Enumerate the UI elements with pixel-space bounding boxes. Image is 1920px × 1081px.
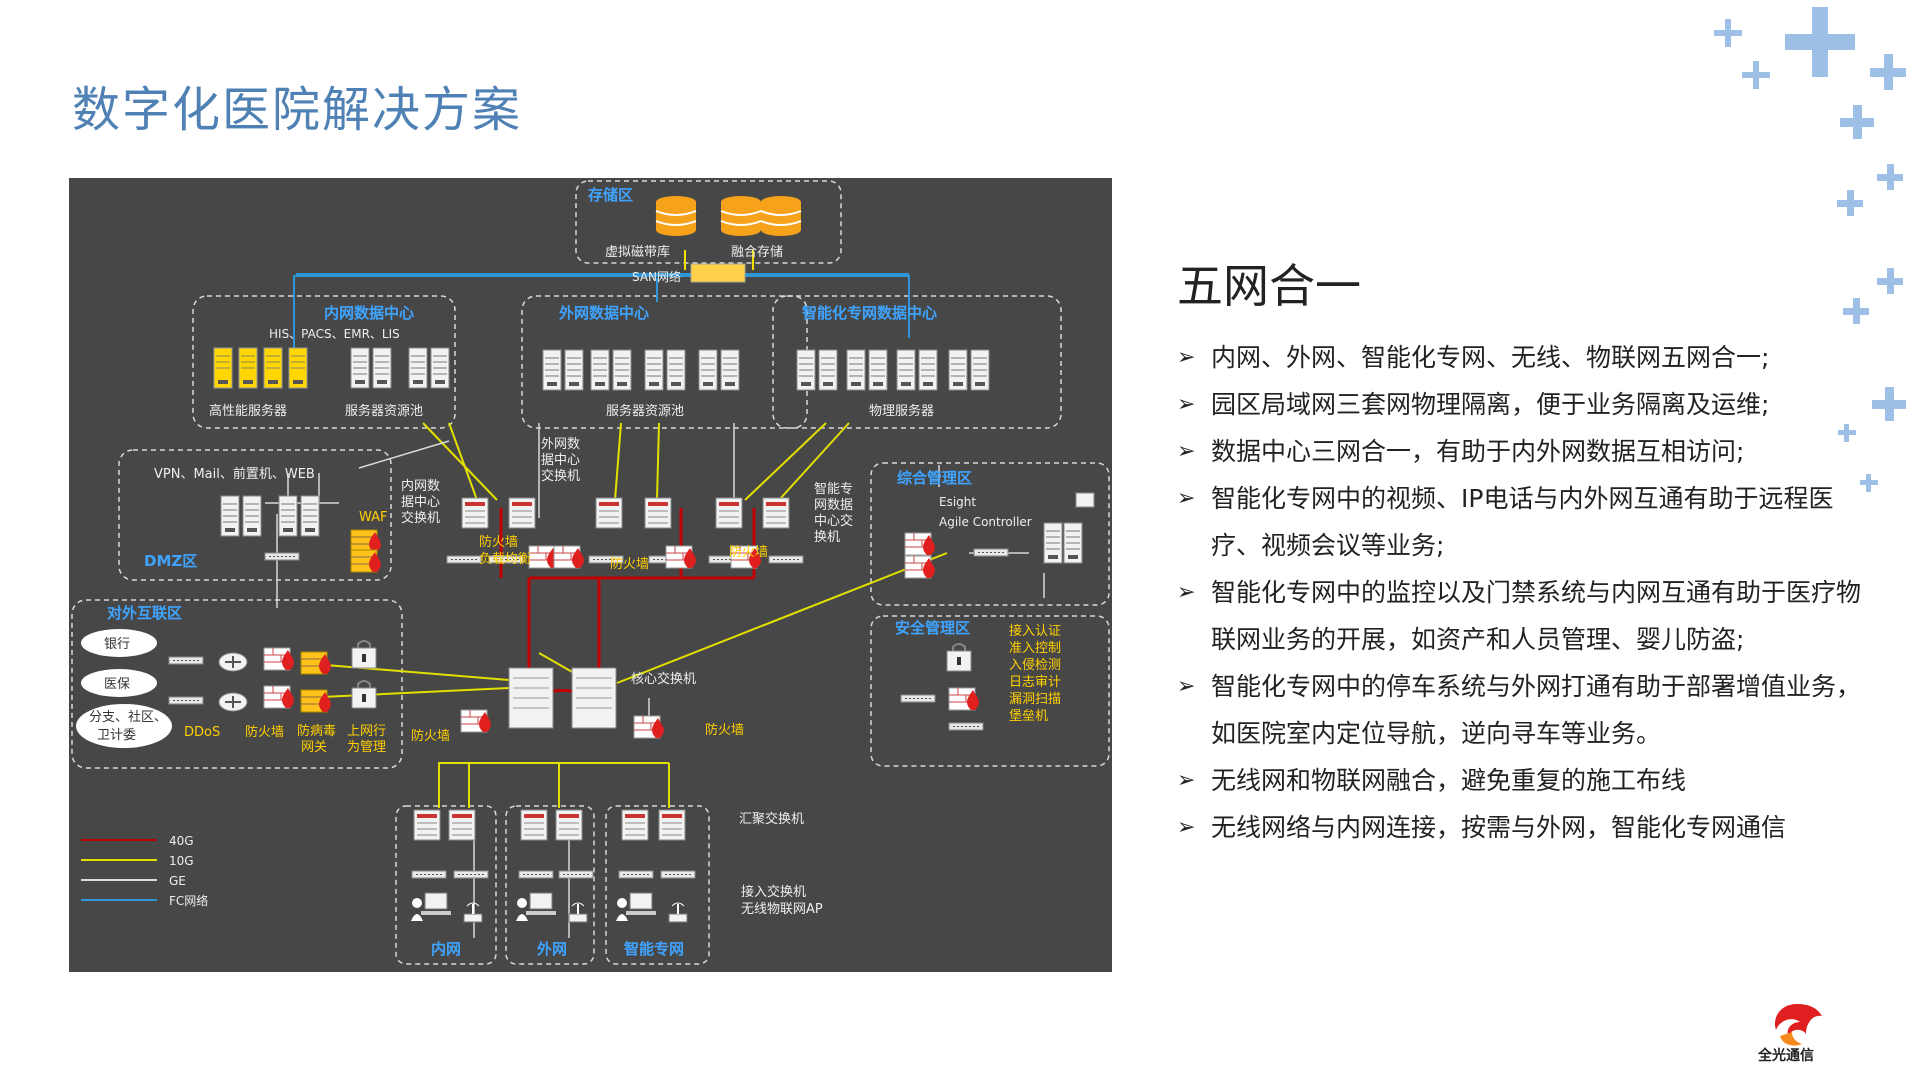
behavior-label: 上网行为管理 [347, 724, 386, 755]
esight-label: Esight [939, 495, 976, 509]
text-panel: 五网合一 ➢ 内网、外网、智能化专网、无线、物联网五网合一; ➢ 园区局域网三套网物… [1175, 250, 1875, 851]
fw2-label: 防火墙 [610, 556, 649, 572]
net-extranet-label: 外网 [536, 940, 567, 958]
bullet-item: ➢ 智能化专网中的停车系统与外网打通有助于部署增值业务，如医院室内定位导航，逆向寻… [1175, 663, 1875, 757]
dmz-services-label: VPN、Mail、前置机、WEB [154, 466, 315, 482]
bullet-item: ➢ 园区局域网三套网物理隔离，便于业务隔离及运维; [1175, 381, 1875, 428]
bullet-item: ➢ 无线网和物联网融合，避免重复的施工布线 [1175, 757, 1875, 804]
logo-text: 全光通信 [1758, 1048, 1814, 1064]
arrow-right-icon: ➢ [1177, 768, 1196, 793]
net-smart-label: 智能专网 [624, 940, 684, 958]
branch-label: 分支、社区、卫计委 [89, 709, 167, 743]
smart-switch-label: 智能专网数据中心交换机 [814, 482, 853, 545]
arrow-right-icon: ➢ [1177, 486, 1196, 511]
bullet-text: 无线网和物联网融合，避免重复的施工布线 [1211, 766, 1687, 795]
net-intranet-label: 内网 [431, 940, 461, 958]
san-label: SAN网络 [632, 269, 681, 284]
arrow-right-icon: ➢ [1177, 439, 1196, 464]
fw-core-left-label: 防火墙 [411, 728, 450, 744]
waf-label: WAF [359, 510, 388, 525]
page-title: 数字化医院解决方案 [72, 82, 523, 138]
zone-intranet-dc-label: 内网数据中心 [324, 304, 414, 322]
legend-label: 40G [169, 834, 194, 848]
ddos-label: DDoS [184, 725, 220, 740]
agile-label: Agile Controller [939, 515, 1032, 529]
bullet-item: ➢ 智能化专网中的监控以及门禁系统与内网互通有助于医疗物联网业务的开展，如资产和人… [1175, 569, 1875, 663]
zone-security-label: 安全管理区 [895, 619, 970, 637]
swirl-logo-icon [1774, 1004, 1822, 1046]
bullet-item: ➢ 智能化专网中的视频、IP电话与内外网互通有助于远程医疗、视频会议等业务; [1175, 475, 1875, 569]
bullet-list: ➢ 内网、外网、智能化专网、无线、物联网五网合一; ➢ 园区局域网三套网物理隔离，便… [1175, 334, 1875, 851]
legend: 40G 10G GE FC网络 [81, 834, 208, 908]
virtual-tape-label: 虚拟磁带库 [605, 244, 670, 260]
arrow-right-icon: ➢ [1177, 674, 1196, 699]
bullet-text: 园区局域网三套网物理隔离，便于业务隔离及运维; [1211, 390, 1770, 419]
converged-storage-label: 融合存储 [731, 245, 783, 260]
extranet-switch-label: 外网数据中心交换机 [541, 437, 580, 484]
insurance-label: 医保 [104, 677, 130, 692]
bullet-text: 无线网络与内网连接，按需与外网，智能化专网通信 [1211, 813, 1787, 842]
bullet-item: ➢ 无线网络与内网连接，按需与外网，智能化专网通信 [1175, 804, 1875, 851]
access-label: 接入交换机无线物联网AP [741, 884, 823, 917]
zone-dmz-label: DMZ区 [144, 552, 197, 570]
bullet-text: 智能化专网中的监控以及门禁系统与内网互通有助于医疗物联网业务的开展，如资产和人员… [1211, 578, 1862, 654]
intranet-switch-label: 内网数据中心交换机 [401, 478, 440, 526]
physical-servers-label: 物理服务器 [869, 403, 934, 419]
his-label: HIS、PACS、EMR、LIS [269, 327, 400, 341]
bank-label: 银行 [104, 637, 130, 652]
legend-label: GE [169, 874, 186, 888]
panel-heading: 五网合一 [1177, 259, 1361, 313]
server-pool1-label: 服务器资源池 [345, 403, 423, 419]
zone-smart-dc-label: 智能化专网数据中心 [802, 304, 937, 322]
aggregation-label: 汇聚交换机 [739, 811, 804, 827]
zone-mgmt-label: 综合管理区 [897, 469, 972, 487]
zone-external-label: 对外互联区 [107, 604, 182, 622]
arrow-right-icon: ➢ [1177, 580, 1196, 605]
lb-label: 负载均衡 [479, 552, 531, 567]
bullet-item: ➢ 内网、外网、智能化专网、无线、物联网五网合一; [1175, 334, 1875, 381]
arrow-right-icon: ➢ [1177, 815, 1196, 840]
decorative-plus-icons [1714, 7, 1906, 492]
antivirus-label: 防病毒网关 [297, 723, 336, 755]
bullet-item: ➢ 数据中心三网合一，有助于内外网数据互相访问; [1175, 428, 1875, 475]
fw-core-right-label: 防火墙 [705, 722, 744, 738]
zone-storage-label: 存储区 [588, 186, 633, 204]
fw3-label: 防火墙 [729, 544, 768, 560]
fw-ext-label: 防火墙 [245, 724, 284, 740]
bullet-text: 内网、外网、智能化专网、无线、物联网五网合一; [1211, 343, 1770, 372]
network-diagram: 存储区 虚拟磁带库 融合存储 SAN网络 内网数据中心 HIS、PACS、EMR… [69, 178, 1112, 972]
security-items-label: 接入认证准入控制入侵检测 日志审计漏洞扫描堡垒机 [1009, 623, 1065, 724]
zone-extranet-dc-label: 外网数据中心 [558, 304, 649, 322]
core-switch-label: 核心交换机 [631, 671, 696, 687]
legend-label: 10G [169, 854, 194, 868]
server-pool2-label: 服务器资源池 [606, 403, 684, 419]
arrow-right-icon: ➢ [1177, 392, 1196, 417]
legend-label: FC网络 [169, 893, 208, 908]
bullet-text: 智能化专网中的停车系统与外网打通有助于部署增值业务，如医院室内定位导航，逆向寻车… [1211, 672, 1862, 748]
hpc-label: 高性能服务器 [209, 403, 287, 419]
bullet-text: 数据中心三网合一，有助于内外网数据互相访问; [1211, 437, 1745, 466]
arrow-right-icon: ➢ [1177, 345, 1196, 370]
fw-lb-label: 防火墙 [479, 534, 518, 550]
bullet-text: 智能化专网中的视频、IP电话与内外网互通有助于远程医疗、视频会议等业务; [1211, 484, 1834, 560]
